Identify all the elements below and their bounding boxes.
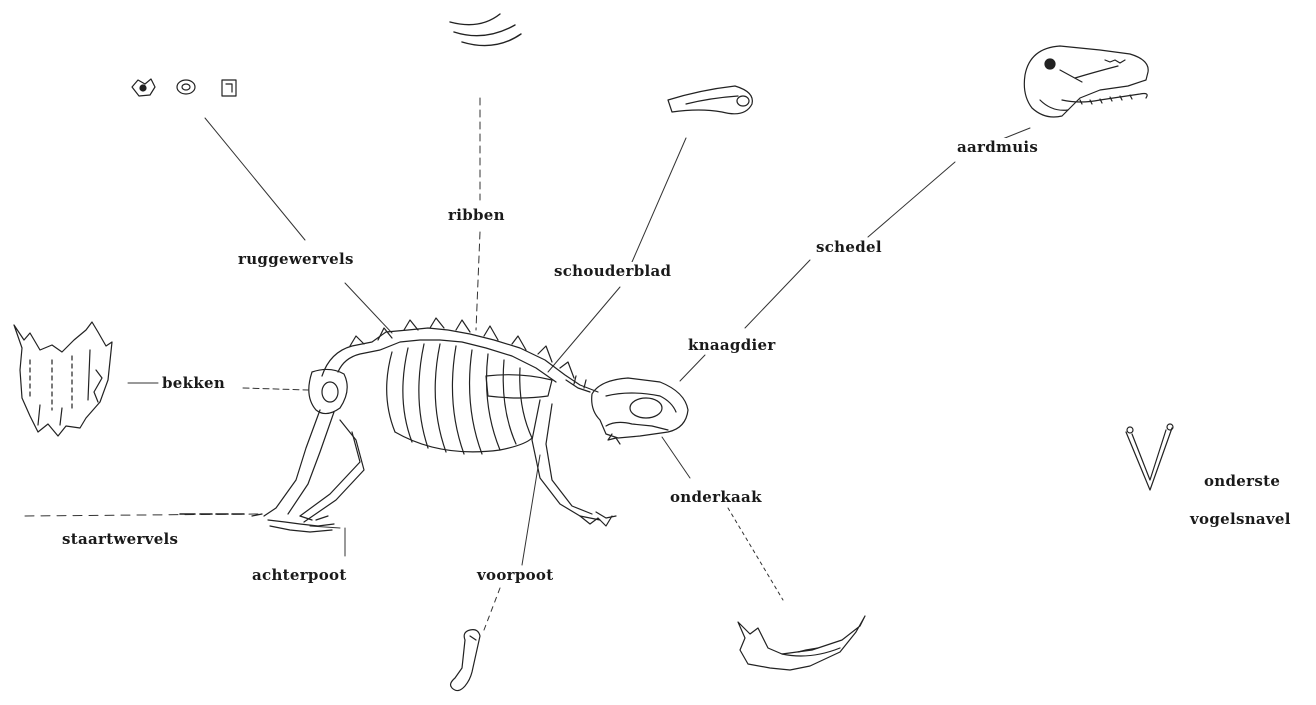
label-voorpoot: voorpoot: [475, 566, 555, 584]
leader-bekken-right: [243, 388, 308, 390]
leader-knaagdier-body: [680, 355, 705, 381]
bird-beak-icon: [1126, 424, 1173, 490]
aardmuis-skull-icon: [1024, 46, 1148, 117]
label-schouderblad: schouderblad: [552, 262, 673, 280]
label-onderkaak: onderkaak: [668, 488, 764, 506]
leader-ruggewervels-top: [205, 118, 305, 240]
leader-onderkaak-body: [662, 437, 690, 478]
label-aardmuis: aardmuis: [955, 138, 1040, 156]
leader-schouderblad-body: [548, 287, 620, 372]
label-onderste: onderste: [1202, 472, 1282, 490]
label-achterpoot: achterpoot: [250, 566, 349, 584]
label-schedel: schedel: [814, 238, 884, 256]
label-vogelsnavel: vogelsnavel: [1188, 510, 1293, 528]
skeleton-body: [252, 318, 688, 532]
leader-voorpoot-body: [522, 455, 540, 565]
leader-schouderblad-top: [632, 138, 686, 262]
vertebrae-icons: [132, 79, 236, 96]
ribs-icon: [450, 14, 521, 46]
label-staartwervels: staartwervels: [60, 530, 180, 548]
label-ruggewervels: ruggewervels: [236, 250, 356, 268]
label-knaagdier: knaagdier: [686, 336, 778, 354]
leader-onderkaak-jaw: [728, 508, 783, 600]
lower-jaw-icon: [738, 616, 865, 670]
leader-ribben-body: [476, 232, 480, 330]
label-ribben: ribben: [446, 206, 507, 224]
label-bekken: bekken: [160, 374, 227, 392]
leader-schedel-aardmuis: [868, 162, 955, 237]
leader-schedel-knaagdier: [745, 260, 810, 328]
pelvis-icon: [14, 322, 112, 436]
leg-bone-icon: [451, 630, 480, 691]
leader-achterpoot-foot: [310, 526, 340, 528]
leader-ruggewervels-body: [345, 283, 392, 333]
scapula-icon: [668, 86, 752, 114]
leader-voorpoot-bone: [484, 588, 500, 630]
